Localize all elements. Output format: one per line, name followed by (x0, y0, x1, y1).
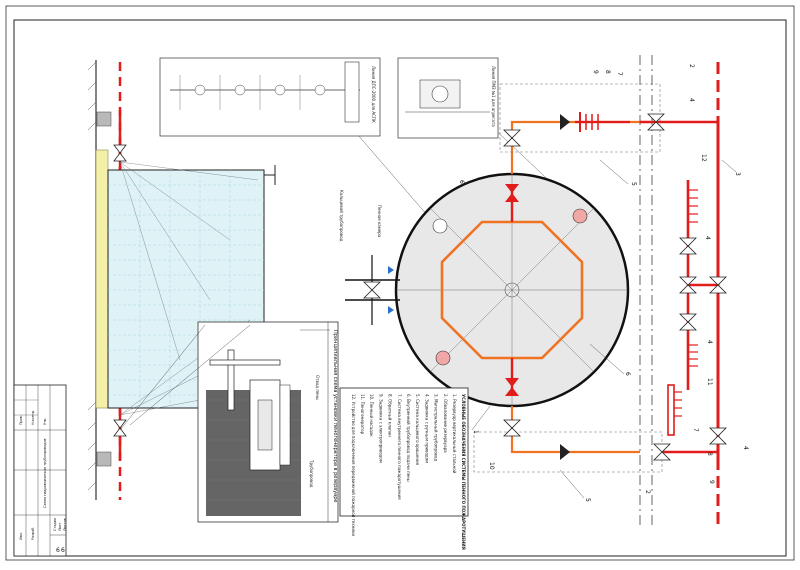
foam-generator-icon (572, 208, 588, 224)
valve-icon (709, 276, 727, 294)
title-col-sheets: Листов (63, 518, 67, 531)
title-sheet-number: 6 (56, 547, 60, 554)
valve-icon (647, 113, 665, 131)
valve-icon (679, 276, 697, 294)
valve-icon (503, 419, 521, 437)
title-block: Изм. Разраб. Пров. Н.контр. Утв. Схема г… (13, 384, 67, 557)
callout-5a: 5 (630, 182, 637, 186)
legend-item: 8. Обратный клапан (388, 394, 393, 437)
top-inset-right: Линия ПМЗ №1 для агрегата (397, 57, 499, 139)
inset-pipe-label: Трубопровод (309, 459, 314, 488)
legend-item: 1. Резервуар вертикальный стальной (452, 394, 457, 474)
hydrant-icon (674, 391, 682, 417)
callout-9a: 9 (592, 70, 599, 74)
hydrant-icon (688, 189, 698, 223)
main-pipeline-right (640, 62, 727, 525)
check-valve-icon (560, 444, 570, 460)
check-valve-icon (505, 184, 519, 202)
hydrant-icon (688, 344, 698, 367)
callout-9b: 9 (708, 480, 715, 484)
callout-2b: 2 (644, 490, 651, 494)
foam-generator-icon (435, 350, 451, 366)
title-sheets-total: 6 (61, 547, 65, 554)
legend-items: 1. Резервуар вертикальный стальной 2. Обв… (351, 394, 457, 536)
callout-12: 12 (700, 154, 707, 162)
arrow-icon (388, 266, 394, 274)
callout-5b: 5 (584, 498, 591, 502)
title-col-stage: Стадия (53, 518, 57, 531)
legend-item: 3. Магистральный трубопровод (434, 394, 439, 461)
legend-item: 6. Внутренний трубопровод подачи пены (406, 394, 411, 482)
inset-foam-label: Отвод пены (315, 375, 320, 400)
tank-roof (95, 149, 109, 409)
legend-title: УСЛОВНЫЕ ОБОЗНАЧЕНИЯ СИСТЕМЫ ПЕННОГО ПОЖ… (461, 394, 466, 550)
legend: УСЛОВНЫЕ ОБОЗНАЧЕНИЯ СИСТЕМЫ ПЕННОГО ПОЖ… (339, 387, 469, 550)
check-valve-icon (505, 378, 519, 396)
title-row-3: Пров. (19, 415, 23, 425)
legend-item: 11. Пеногенератор (360, 394, 365, 435)
callout-8a: 8 (604, 70, 611, 74)
valve-icon (679, 313, 697, 331)
valve-icon (113, 419, 127, 437)
callout-7a: 7 (616, 72, 623, 76)
leader-lines (119, 119, 581, 431)
callout-3: 3 (734, 172, 741, 176)
callout-8b: 8 (706, 452, 713, 456)
tank-elevation (87, 60, 276, 500)
title-row-5: Утв. (43, 418, 47, 425)
callout-6a: 6 (458, 180, 465, 184)
callout-7b: 7 (692, 428, 699, 432)
title-row-1: Изм. (19, 532, 23, 540)
title-row-2: Разраб. (31, 527, 35, 540)
callout-4b: 4 (706, 340, 713, 344)
legend-item: 4. Задвижка с ручным приводом (424, 394, 429, 463)
valve-icon (503, 129, 521, 147)
check-valve-icon (560, 114, 570, 130)
callout-4a: 4 (688, 98, 695, 102)
legend-item: 7. Система внутреннего пенного пожаротуш… (397, 394, 402, 500)
ring-pipeline-connection: Пенная камера Кольцевой трубопровод (339, 190, 400, 325)
valve-icon (113, 144, 127, 162)
callout-2a: 2 (688, 64, 695, 68)
title-col-sheet: Лист (58, 522, 62, 531)
hatch-icon (432, 218, 448, 234)
valve-icon (679, 237, 697, 255)
callout-4c: 4 (742, 446, 749, 450)
embankment-lines (639, 55, 653, 525)
legend-item: 5. Система кольцевого орошения (415, 394, 420, 466)
ring-pipeline-label: Кольцевой трубопровод (339, 190, 344, 242)
inset-right-header: Линия ПМЗ №1 для агрегата (491, 66, 496, 127)
tank-plan (394, 172, 630, 408)
title-sheet-text: Схема гидравлическая трубопроводов (43, 438, 47, 508)
legend-item: 10. Пенный насадок (369, 394, 374, 437)
foam-ring (440, 220, 584, 360)
valve-icon (653, 443, 671, 461)
valve-icon (709, 427, 727, 445)
callout-6b: 6 (624, 372, 631, 376)
callout-10: 10 (488, 462, 495, 470)
callout-11: 11 (706, 378, 713, 386)
section-title: Принципиальная схема установки пеногенер… (332, 330, 338, 502)
callout-4d: 4 (704, 236, 711, 240)
legend-item: 9. Задвижка с электроприводом (378, 394, 383, 463)
callout-1: 1 (472, 430, 479, 434)
section-inset: Принципиальная схема установки пеногенер… (197, 321, 339, 523)
foam-chamber-label: Пенная камера (377, 205, 382, 238)
legend-item: 2. Обвалование резервуара (443, 394, 448, 453)
arrow-icon (388, 306, 394, 314)
inset-left-header: Линия ДПС-2000 для АСПК (371, 66, 376, 123)
top-inset-left: Линия ДПС-2000 для АСПК (159, 57, 381, 137)
inner-frame (13, 19, 787, 557)
callouts: 1 2 2 3 4 4 4 4 5 5 6 6 7 7 8 8 9 9 10 1… (458, 64, 749, 502)
title-row-4: Н.контр. (31, 410, 35, 425)
legend-item: 12. Устройство для подключения передвижн… (351, 394, 356, 536)
valve-icon (363, 281, 381, 299)
